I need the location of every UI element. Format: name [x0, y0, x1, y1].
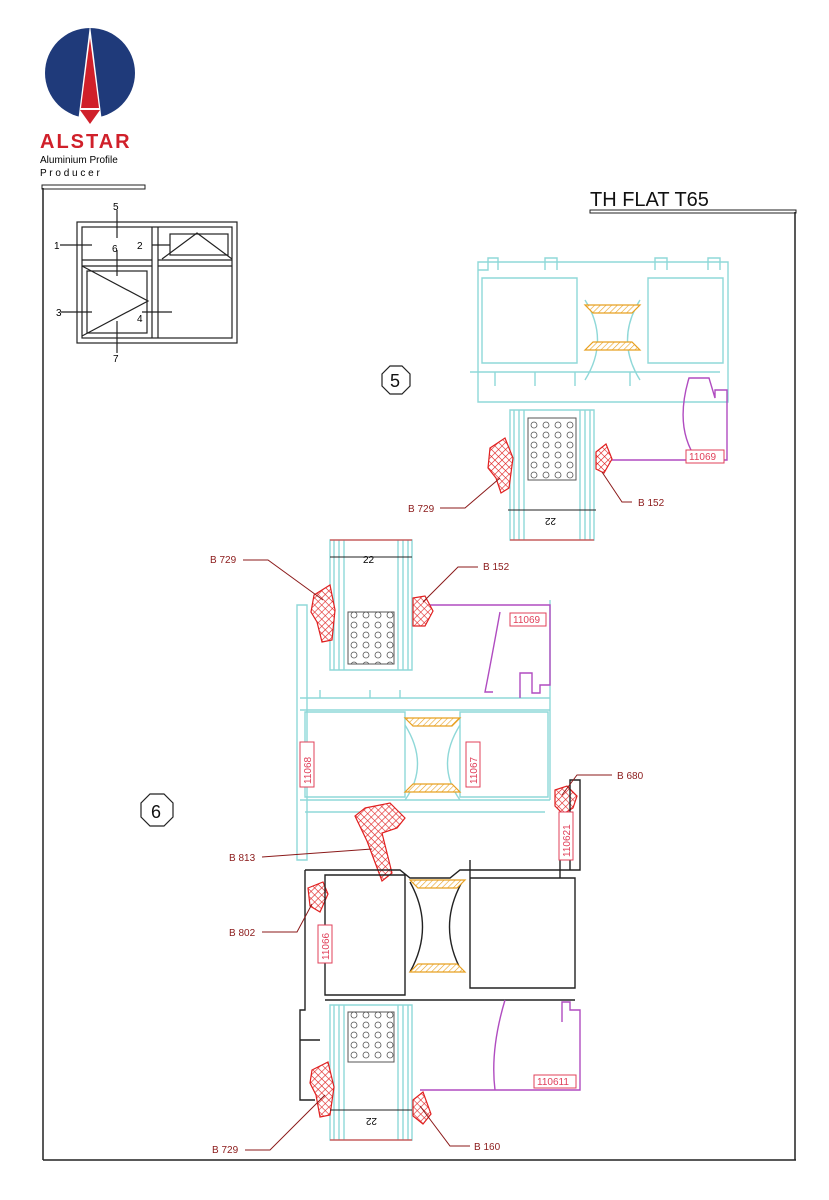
section-6-number: 6	[151, 802, 161, 822]
logo-line1: Aluminium Profile	[40, 155, 118, 166]
drawing-title: TH FLAT T65	[590, 189, 709, 211]
section-5-gasket-b729: B 729	[408, 504, 435, 515]
section-5-dimension: 22	[544, 515, 556, 526]
section-6-gasket-b160: B 160	[474, 1142, 501, 1153]
section-6-detail: 6 22 11068 11067 11069 11066 110621	[140, 539, 612, 1151]
section-6-frame-left-code: 11068	[303, 756, 314, 784]
key-label-5: 5	[113, 202, 119, 213]
alstar-logo: ALSTAR Aluminium Profile P r o d u c e r	[40, 25, 135, 179]
key-label-7: 7	[113, 354, 119, 365]
section-6-top-bead-code: 11069	[513, 615, 541, 626]
key-label-2: 2	[137, 241, 143, 252]
window-key-diagram	[60, 210, 238, 353]
section-5-detail: 5 11069 22	[381, 257, 729, 541]
section-5-number: 5	[390, 371, 400, 391]
section-6-gasket-b680: B 680	[617, 771, 644, 782]
key-label-3: 3	[56, 308, 62, 319]
section-5-bead-code: 11069	[689, 452, 717, 463]
key-label-1: 1	[54, 241, 60, 252]
section-6-gasket-b729-bottom: B 729	[212, 1145, 239, 1156]
section-6-dimension-bottom: 22	[365, 1115, 377, 1126]
section-6-gasket-b152: B 152	[483, 562, 510, 573]
drawing-border	[41, 184, 797, 1161]
logo-line2: P r o d u c e r	[40, 168, 101, 179]
section-6-frame-right-code: 11067	[469, 756, 480, 784]
section-6-sash-right-code: 110621	[562, 824, 573, 857]
section-6-gasket-b729-top: B 729	[210, 555, 237, 566]
section-6-gasket-b802: B 802	[229, 928, 256, 939]
key-label-4: 4	[137, 314, 143, 325]
section-6-gasket-b813: B 813	[229, 853, 256, 864]
logo-brand: ALSTAR	[40, 131, 132, 153]
section-6-sash-left-code: 11066	[321, 932, 332, 960]
key-label-6: 6	[112, 244, 118, 255]
section-6-bottom-bead-code: 110611	[537, 1077, 569, 1088]
section-5-gasket-b152: B 152	[638, 498, 665, 509]
section-6-dimension-top: 22	[363, 555, 375, 566]
